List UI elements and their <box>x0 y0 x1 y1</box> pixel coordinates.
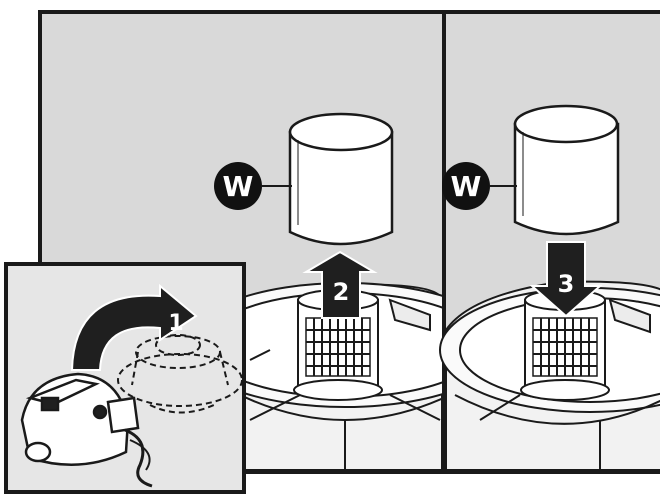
filter-callout-label-step-2: W <box>223 170 254 203</box>
step-number-1: 1 <box>168 311 183 336</box>
filter-cylinder-icon <box>515 106 618 234</box>
step-number-3: 3 <box>558 270 575 298</box>
panel-step-1-inset: 1 <box>6 264 244 492</box>
panel-step-3: W 3 <box>440 12 660 472</box>
w-callout-icon: W <box>442 162 490 210</box>
filter-cylinder-icon <box>290 114 392 244</box>
filter-callout-label-step-3: W <box>451 170 482 203</box>
w-callout-icon: W <box>214 162 262 210</box>
step-number-2: 2 <box>333 278 350 306</box>
